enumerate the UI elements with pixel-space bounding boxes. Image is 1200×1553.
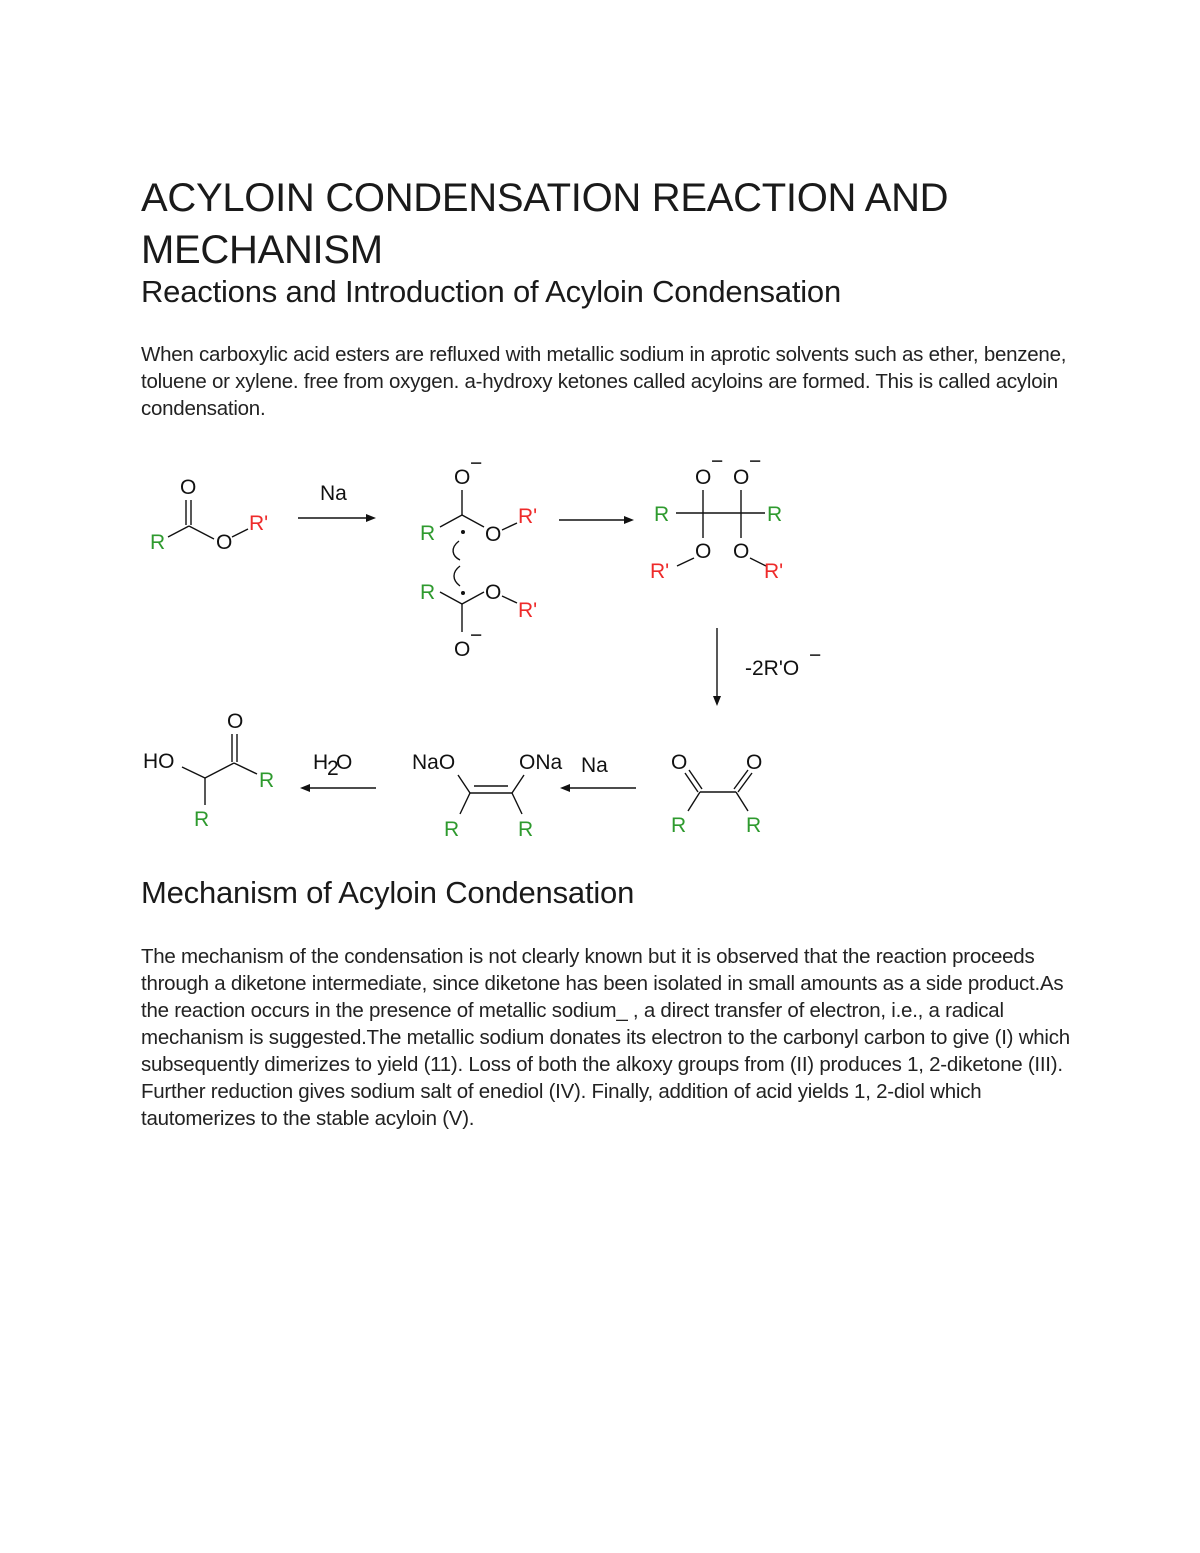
svg-text:O: O (485, 523, 501, 546)
svg-text:R: R (444, 818, 459, 841)
svg-text:R: R (746, 814, 761, 837)
svg-text:R: R (518, 818, 533, 841)
svg-text:R': R' (518, 505, 537, 528)
svg-text:O: O (746, 751, 762, 774)
svg-text:O: O (454, 466, 470, 489)
svg-text:R: R (671, 814, 686, 837)
svg-text:R: R (420, 522, 435, 545)
svg-text:O: O (695, 540, 711, 563)
mechanism-heading: Mechanism of Acyloin Condensation (141, 875, 635, 910)
svg-text:O: O (180, 476, 196, 499)
svg-text:R': R' (650, 560, 669, 583)
svg-text:R': R' (249, 512, 268, 535)
reaction-arrow-1: Na (298, 482, 376, 522)
intro-paragraph: When carboxylic acid esters are refluxed… (141, 343, 1067, 420)
svg-text:O: O (695, 466, 711, 489)
diketone-structure: O O R R (671, 751, 762, 837)
svg-text:O: O (733, 540, 749, 563)
svg-text:O: O (485, 581, 501, 604)
svg-text:Na: Na (581, 754, 608, 777)
svg-text:R: R (420, 581, 435, 604)
dialkoxide-structure: O − O − R R O O R' R' (650, 450, 783, 583)
svg-text:NaO: NaO (412, 751, 455, 774)
reaction-arrow-down: -2R'O − (713, 628, 821, 706)
svg-text:ONa: ONa (519, 751, 563, 774)
svg-text:R': R' (518, 599, 537, 622)
svg-text:O: O (336, 751, 352, 774)
svg-text:R: R (767, 503, 782, 526)
svg-text:R: R (194, 808, 209, 831)
reaction-arrow-na: Na (560, 754, 636, 792)
radical-dimer-structure: O − R O R' R O R' O (420, 452, 537, 661)
svg-text:2: 2 (327, 757, 339, 780)
svg-text:R': R' (764, 560, 783, 583)
reaction-arrow-water: H 2 O (300, 751, 376, 792)
svg-text:−: − (749, 450, 761, 473)
svg-text:H: H (313, 751, 328, 774)
svg-text:O: O (216, 531, 232, 554)
reaction-arrow-2 (559, 516, 634, 524)
svg-text:-2R'O: -2R'O (745, 657, 799, 680)
svg-text:O: O (454, 638, 470, 661)
section-subtitle: Reactions and Introduction of Acyloin Co… (141, 274, 842, 309)
svg-text:R: R (150, 531, 165, 554)
svg-text:HO: HO (143, 750, 175, 773)
svg-text:Na: Na (320, 482, 347, 505)
enediolate-structure: NaO ONa R R (412, 751, 563, 841)
svg-text:−: − (809, 644, 821, 667)
ester-structure: O R O R' (150, 476, 268, 554)
acyloin-structure: O HO R R (143, 710, 274, 831)
svg-text:−: − (711, 450, 723, 473)
svg-text:R: R (654, 503, 669, 526)
svg-text:R: R (259, 769, 274, 792)
reaction-scheme: O R O R' Na O − (0, 440, 1200, 860)
svg-text:O: O (227, 710, 243, 733)
svg-text:−: − (470, 624, 482, 647)
mechanism-paragraph: The mechanism of the condensation is not… (141, 945, 1070, 1130)
svg-text:−: − (470, 452, 482, 475)
page-title: ACYLOIN CONDENSATION REACTION AND MECHAN… (141, 176, 949, 272)
svg-text:O: O (733, 466, 749, 489)
svg-text:O: O (671, 751, 687, 774)
